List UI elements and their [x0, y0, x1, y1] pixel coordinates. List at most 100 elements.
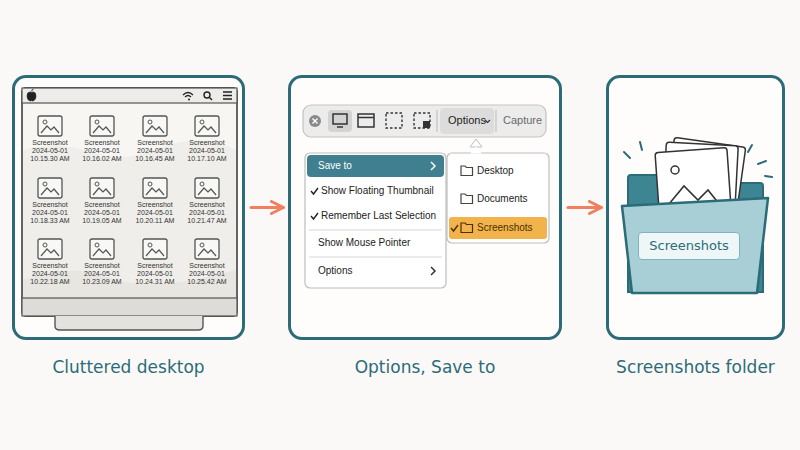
drawing-stroke: [143, 178, 167, 198]
drawing-stroke: [337, 126, 343, 128]
drawing-stroke: [461, 194, 473, 204]
drawing-stroke: [198, 249, 216, 256]
step-panel: Options CaptureSave to Show Floating Thumb…: [288, 75, 562, 340]
drawing-stroke: [451, 225, 458, 231]
drawing-stroke: [624, 142, 772, 177]
drawing-stroke: [307, 155, 444, 177]
file-name: Screenshot 2024-05-01 10.19.05 AM: [79, 201, 125, 225]
drawing-stroke: [461, 223, 473, 233]
drawing-stroke: [305, 153, 446, 288]
image-icon: [38, 116, 62, 136]
drawing-stroke: [200, 182, 204, 186]
image-icon: [90, 239, 114, 259]
file-name: Screenshot 2024-05-01 10.18.33 AM: [27, 201, 73, 225]
drawing-stroke: [93, 126, 111, 133]
drawing-stroke: [309, 257, 442, 258]
submenu-box: DesktopDocumentsScreenshots: [447, 153, 549, 243]
drawing-stroke: [470, 147, 482, 154]
menu-box: Save to Show Floating ThumbnailRemember L…: [305, 153, 446, 288]
drawing-stroke: [461, 166, 473, 204]
drawing-stroke: [311, 213, 318, 219]
drawing-stroke: [95, 182, 99, 186]
drawing-stroke: [22, 88, 237, 316]
drawing-stroke: [303, 105, 546, 137]
step-caption: Cluttered desktop: [52, 357, 204, 377]
menu-item: Documents: [477, 193, 528, 205]
file-name: Screenshot 2024-05-01 10.16.02 AM: [79, 139, 125, 163]
step-arrow: [251, 206, 282, 209]
drawing-stroke: [496, 110, 497, 132]
panel-ground: [13, 76, 244, 339]
drawing-stroke: [313, 119, 318, 124]
step-arrow: [568, 206, 600, 209]
drawing-stroke: [41, 249, 59, 256]
drawing-stroke: [41, 188, 59, 195]
drawing-stroke: [90, 239, 114, 259]
drawing-stroke: [470, 139, 482, 147]
drawing-stroke: [447, 153, 549, 243]
drawing-stroke: [333, 114, 347, 124]
drawing-stroke: [309, 115, 321, 127]
image-icon: [38, 239, 62, 259]
drawing-stroke: [43, 182, 47, 186]
drawing-stroke: [41, 126, 59, 133]
drawing-stroke: [200, 120, 204, 124]
drawing-stroke: [148, 182, 152, 186]
drawing-stroke: [38, 116, 62, 136]
drawing-stroke: [358, 114, 374, 127]
drawing-stroke: [461, 166, 473, 176]
drawing-stroke: [437, 110, 438, 132]
drawing-stroke: [328, 110, 352, 132]
menu-item: Capture: [503, 114, 542, 127]
file-name: Screenshot 2024-05-01 10.21.47 AM: [184, 201, 230, 225]
save-to-submenu: [447, 147, 549, 243]
drawing-stroke: [93, 249, 111, 256]
file-name: Screenshot 2024-05-01 10.23.09 AM: [79, 262, 125, 286]
drawing-stroke: [223, 92, 232, 99]
drawing-stroke: [195, 116, 219, 136]
drawing-stroke: [93, 188, 111, 195]
file-name: Screenshot 2024-05-01 10.17.10 AM: [184, 139, 230, 163]
menu-item: Show Floating Thumbnail: [321, 185, 434, 197]
menu-item: Show Mouse Pointer: [318, 237, 410, 249]
drawing-stroke: [183, 93, 193, 98]
drawing-stroke: [431, 267, 435, 275]
menu-item: Save to: [318, 160, 352, 172]
drawing-stroke: [671, 166, 679, 174]
drawing-stroke: [23, 140, 236, 298]
drawing-stroke: [22, 88, 237, 103]
drawing-stroke: [43, 243, 47, 247]
drawing-stroke: [209, 97, 212, 100]
menu-item: Remember Last Selection: [321, 210, 436, 222]
menu-item: Options: [448, 114, 486, 127]
image-icon: [195, 116, 219, 136]
drawing-stroke: [449, 217, 547, 239]
step-caption: Screenshots folder: [616, 357, 775, 377]
image-icon: [195, 178, 219, 198]
drawing-stroke: [148, 120, 152, 124]
drawing-stroke: [423, 121, 430, 128]
folder-label: Screenshots: [638, 232, 740, 260]
file-name: Screenshot 2024-05-01 10.20.11 AM: [132, 201, 178, 225]
drawing-stroke: [195, 178, 219, 198]
laptop-drawing: [22, 88, 237, 330]
file-name: Screenshot 2024-05-01 10.25.42 AM: [184, 262, 230, 286]
drawing-stroke: [22, 298, 237, 316]
drawing-stroke: [90, 178, 114, 198]
drawing-stroke: [200, 243, 204, 247]
drawing-stroke: [90, 116, 114, 136]
drawing-stroke: [358, 117, 374, 119]
drawing-stroke: [43, 120, 47, 124]
panel-ground: [607, 76, 784, 339]
image-icon: [38, 178, 62, 198]
step-caption: Options, Save to: [355, 357, 496, 377]
drawing-stroke: [95, 243, 99, 247]
image-icon: [195, 239, 219, 259]
drawing-stroke: [143, 116, 167, 136]
toolbar: Options Capture: [303, 105, 546, 137]
drawing-stroke: [38, 239, 62, 259]
image-icon: [143, 178, 167, 198]
